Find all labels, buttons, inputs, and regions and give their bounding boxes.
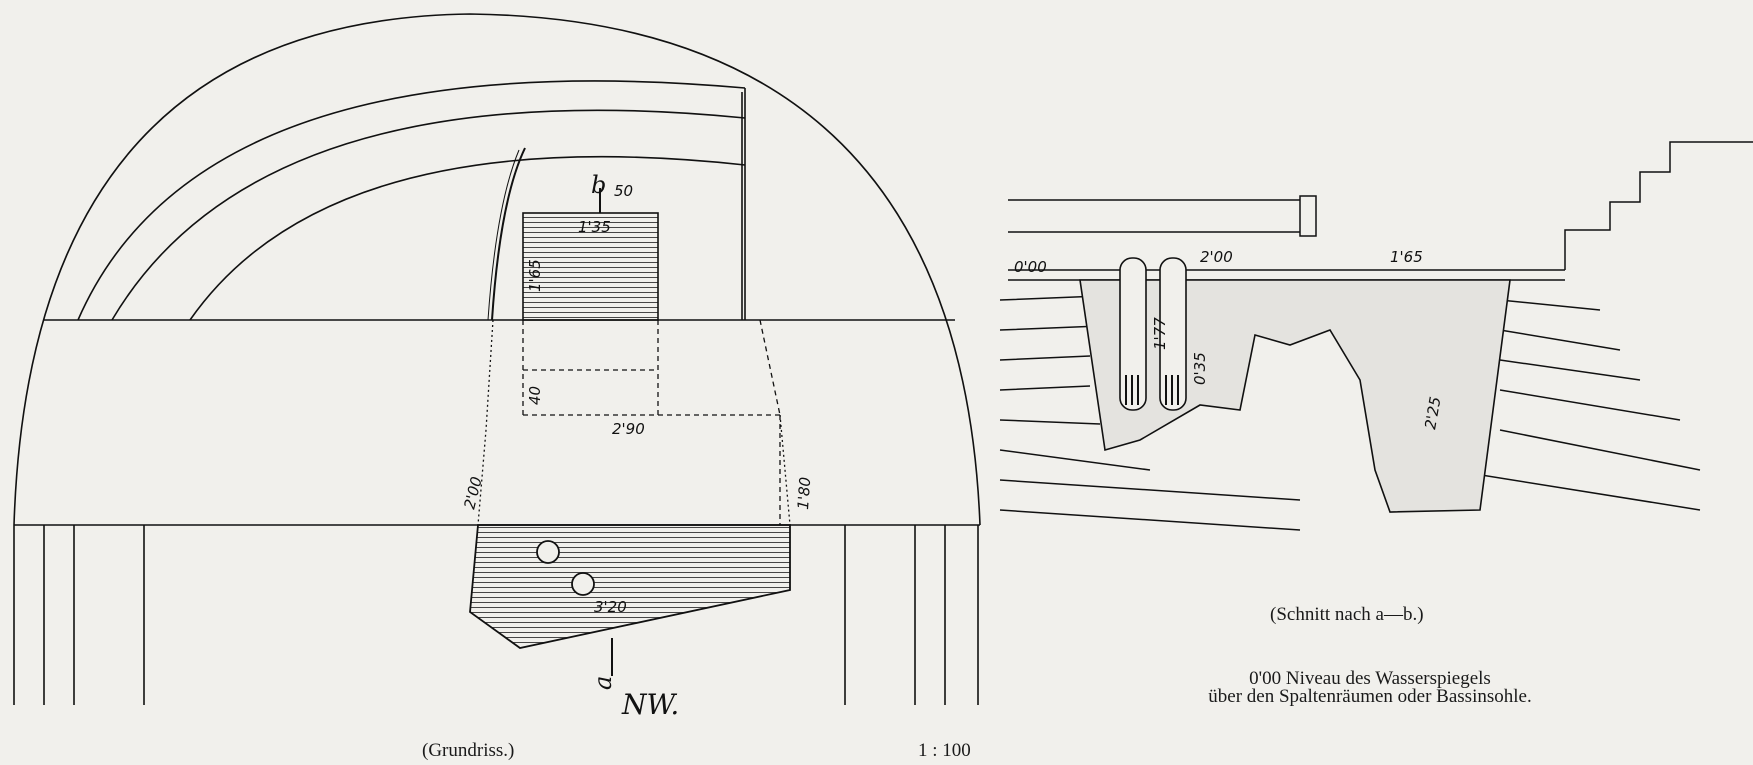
level-note-line-2: über den Spaltenräumen oder Bassinsohle. [1208,686,1532,707]
level-note: 0'00 Niveau des Wasserspiegels über den … [1110,668,1630,707]
dim-zero-level: 0'00 [1014,258,1047,276]
pipe-1 [1119,257,1147,411]
pipe-2 [1159,257,1187,411]
ground-plan-drawing: b 50 a NW. 1'35 1'65 40 2'90 2'00 1'80 3… [13,13,981,721]
dim-top-height: 1'65 [526,259,544,292]
vault-arc-2 [77,80,746,321]
dim-top-width: 1'35 [578,218,611,236]
dim-right-side: 1'80 [794,476,814,510]
dim-level-b: 1'65 [1390,248,1423,266]
section-caption: (Schnitt nach a—b.) [1270,604,1424,625]
pipe-hole-1 [536,540,560,564]
dim-small-depth: 0'35 [1191,352,1209,385]
dim-top-offset: 50 [614,182,633,200]
pipe-hole-2 [571,572,595,596]
level-note-line-1: 0'00 Niveau des Wasserspiegels [1249,668,1491,689]
dim-big-depth: 2'25 [1421,395,1444,430]
scale-label: 1 : 100 [918,740,971,761]
dim-bottom-width: 3'20 [594,598,627,616]
marker-a: a [589,676,617,690]
section-basin [1079,279,1511,513]
marker-b: b [591,171,606,199]
direction-label: NW. [621,688,679,721]
outer-vault-arc [13,13,981,526]
upper-basin [522,212,659,321]
vault-arc-4 [189,155,746,321]
vault-arc-3 [111,109,746,321]
dim-level-a: 2'00 [1200,248,1233,266]
dim-pipe-depth: 1'77 [1151,317,1169,350]
dim-mid-height: 40 [526,386,544,405]
plan-caption: (Grundriss.) [422,740,515,761]
dim-mid-width: 2'90 [612,420,645,438]
